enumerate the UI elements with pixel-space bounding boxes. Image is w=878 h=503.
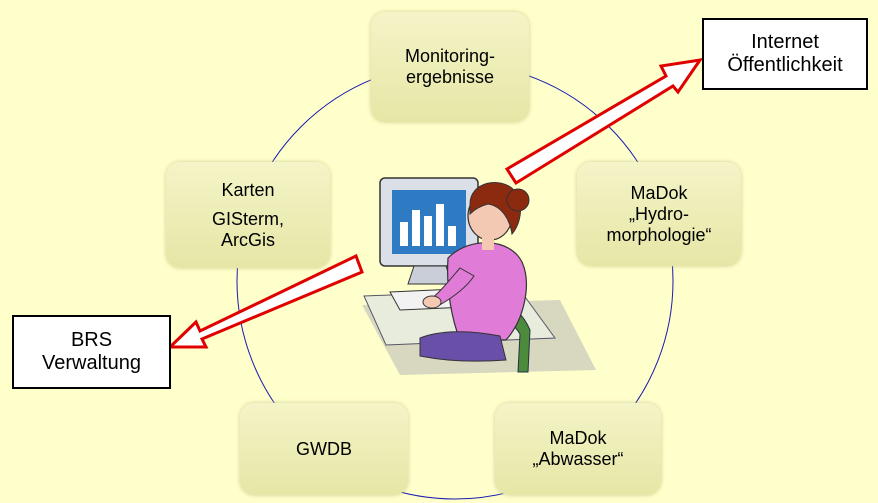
node-karten-line1: Karten	[221, 179, 275, 200]
node-monitoring: Monitoring- ergebnisse	[371, 12, 529, 122]
node-gwdb: GWDB	[240, 403, 408, 495]
target-internet-box: Internet Öffentlichkeit	[702, 18, 868, 90]
node-monitoring-line1: Monitoring-	[404, 46, 496, 66]
arrow-to-brs	[166, 253, 364, 349]
node-madok-hydromorphologie: MaDok „Hydro- morphologie“	[577, 162, 741, 266]
target-brs-line2: Verwaltung	[42, 352, 141, 374]
arrow-to-internet	[504, 57, 704, 186]
target-internet-line1: Internet	[751, 31, 819, 53]
node-karten: Karten GISterm, ArcGis	[166, 162, 330, 268]
node-madok-hydro-line2: „Hydro-	[628, 203, 689, 224]
node-monitoring-line2: ergebnisse	[405, 67, 495, 87]
target-brs-box: BRS Verwaltung	[12, 315, 171, 389]
node-gwdb-line1: GWDB	[296, 438, 352, 459]
node-madok-abwasser: MaDok „Abwasser“	[495, 403, 661, 495]
node-karten-line2: GISterm,	[211, 208, 284, 229]
person-at-computer-icon	[362, 177, 596, 375]
node-madok-abwasser-line1: MaDok	[549, 428, 607, 448]
node-madok-abwasser-line2: „Abwasser“	[532, 449, 624, 469]
node-karten-line3: ArcGis	[221, 229, 275, 250]
target-internet-line2: Öffentlichkeit	[727, 54, 843, 76]
target-brs-line1: BRS	[70, 329, 113, 351]
node-madok-hydro-line3: morphologie“	[606, 224, 712, 245]
node-madok-hydro-line1: MaDok	[630, 182, 688, 203]
